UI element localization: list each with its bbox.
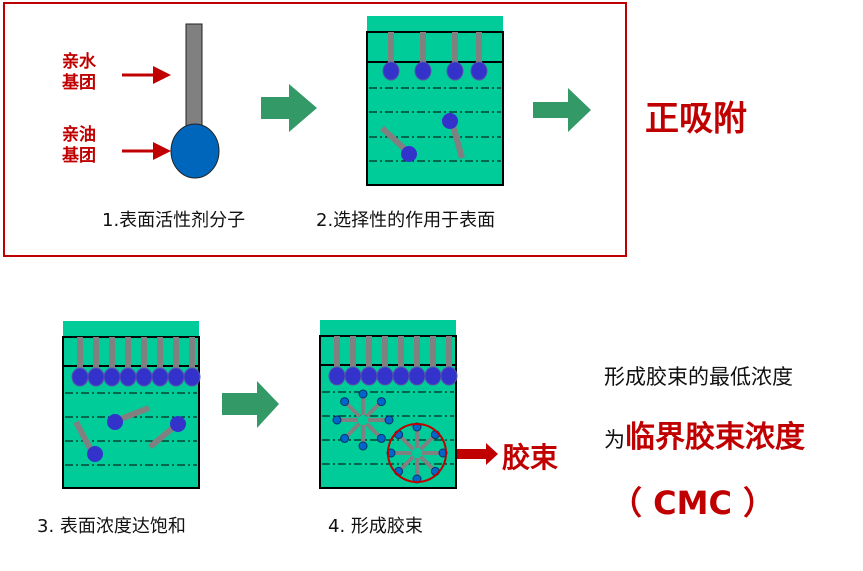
surfactant-head xyxy=(392,366,410,386)
surfactant-tail xyxy=(141,337,147,370)
beaker-surface-saturation xyxy=(62,321,201,489)
surfactant-tail xyxy=(173,337,179,370)
surfactant-head xyxy=(119,367,137,387)
micelle-head xyxy=(340,433,350,443)
surfactant-tail xyxy=(382,336,388,369)
cmc-definition-line1: 形成胶束的最低浓度 xyxy=(604,365,793,389)
surfactant-tail xyxy=(157,337,163,370)
surfactant-head xyxy=(167,367,185,387)
surfactant-head xyxy=(328,366,346,386)
surfactant-tail xyxy=(446,336,452,369)
micelle-pointer-arrow xyxy=(457,443,498,465)
micelle-head xyxy=(340,397,350,407)
caption-micelle-formation: 4. 形成胶束 xyxy=(328,516,423,537)
green-arrow-3-icon xyxy=(222,381,279,428)
caption-surface-saturation: 3. 表面浓度达饱和 xyxy=(37,516,186,537)
surfactant-head xyxy=(360,366,378,386)
caption-selective-adsorption: 2.选择性的作用于表面 xyxy=(316,210,496,231)
surfactant-tail xyxy=(430,336,436,369)
surfactant-head xyxy=(103,367,121,387)
surfactant-head xyxy=(151,367,169,387)
lipophilic-group-label: 亲油 基团 xyxy=(62,125,96,166)
caption-surfactant-molecule: 1.表面活性剂分子 xyxy=(102,210,246,231)
cmc-definition-line2: 为临界胶束浓度 xyxy=(604,412,805,456)
surfactant-molecule-icon xyxy=(170,23,220,179)
surfactant-head xyxy=(440,366,458,386)
surfactant-head xyxy=(408,366,426,386)
micelle-icon xyxy=(332,389,394,451)
surfactant-head xyxy=(376,366,394,386)
surfactant-tail xyxy=(77,337,83,370)
cmc-term: 临界胶束浓度 xyxy=(625,420,805,455)
surfactant-head xyxy=(344,366,362,386)
micelle-core xyxy=(358,415,368,425)
surfactant-tail xyxy=(93,337,99,370)
micelle-head xyxy=(384,415,394,425)
surfactant-tail xyxy=(350,336,356,369)
surfactant-tail xyxy=(109,337,115,370)
micelle-core xyxy=(412,448,422,458)
beaker-micelle-formation xyxy=(319,320,458,489)
surfactant-head xyxy=(71,367,89,387)
cmc-abbreviation: （ CMC ） xyxy=(610,484,776,522)
hydrophilic-group-label: 亲水 基团 xyxy=(62,52,96,93)
surfactant-tail xyxy=(366,336,372,369)
positive-adsorption-frame xyxy=(3,2,627,257)
micelle-head xyxy=(358,441,368,451)
cmc-prefix: 为 xyxy=(604,428,625,452)
surfactant-head xyxy=(87,367,105,387)
surfactant-tail xyxy=(398,336,404,369)
micelle-head xyxy=(376,397,386,407)
micelle-head xyxy=(376,433,386,443)
surfactant-tail xyxy=(334,336,340,369)
micelle-label: 胶束 xyxy=(502,441,559,474)
positive-adsorption-label: 正吸附 xyxy=(645,99,747,139)
green-arrow-1-icon xyxy=(261,84,317,132)
surfactant-head xyxy=(135,367,153,387)
surfactant-tail xyxy=(189,337,195,370)
micelle-head xyxy=(332,415,342,425)
green-arrow-2-icon xyxy=(533,88,591,132)
beaker-selective-adsorption xyxy=(366,16,504,186)
micelle-head xyxy=(358,389,368,399)
surfactant-tail xyxy=(125,337,131,370)
surfactant-head xyxy=(183,367,201,387)
surfactant-tail xyxy=(414,336,420,369)
surfactant-head xyxy=(424,366,442,386)
